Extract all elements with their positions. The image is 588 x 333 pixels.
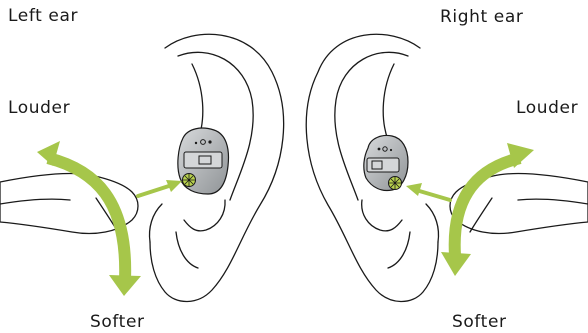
right-volume-wheel-icon [388, 176, 402, 190]
left-hearing-aid [177, 127, 230, 195]
left-ear-label: Left ear [8, 6, 79, 26]
right-hand-outline [449, 172, 588, 235]
right-ear-label: Right ear [440, 7, 524, 27]
right-hearing-aid [363, 134, 409, 192]
left-volume-wheel-icon [182, 173, 196, 187]
right-volume-arrow-icon [441, 143, 534, 276]
softer-label-left: Softer [90, 312, 145, 332]
right-ear-outline [305, 33, 440, 303]
left-volume-arrow-icon [37, 141, 141, 296]
louder-label-left: Louder [8, 98, 71, 118]
right-pointer-arrow-icon [406, 183, 452, 202]
softer-label-right: Softer [452, 312, 507, 332]
left-pointer-arrow-icon [136, 180, 182, 198]
louder-label-right: Louder [516, 98, 579, 118]
